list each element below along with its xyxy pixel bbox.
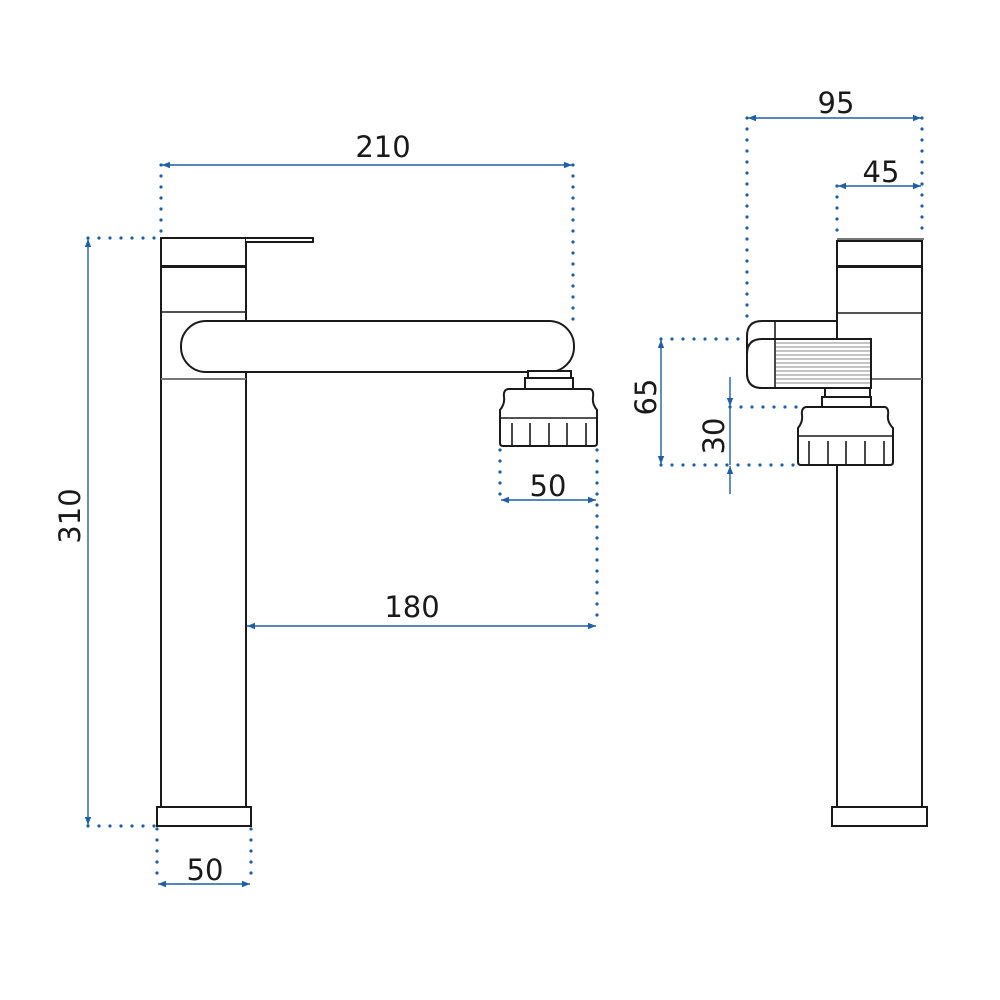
dim-base-width: 50 <box>187 853 224 887</box>
side-base <box>831 806 928 827</box>
side-handle-cap <box>836 240 923 267</box>
dim-overall-reach: 210 <box>355 130 410 164</box>
dim-spout-height: 65 <box>629 379 663 416</box>
front-view <box>156 237 598 827</box>
side-aerator-grooves <box>808 441 885 465</box>
spout <box>180 320 575 373</box>
side-aerator-neck <box>821 396 872 408</box>
dim-height: 310 <box>53 488 87 543</box>
dim-side-depth: 95 <box>818 86 855 120</box>
side-view <box>746 238 928 827</box>
aerator-grooves <box>511 423 587 446</box>
handle-ribbing <box>776 342 870 384</box>
aerator-stem <box>527 370 572 379</box>
handle-lever <box>246 237 314 243</box>
dim-spout-reach: 180 <box>384 590 439 624</box>
side-aerator-stem <box>824 387 871 398</box>
dim-aerator-width: 50 <box>530 469 567 503</box>
handle-cap <box>160 237 247 267</box>
dim-aerator-height: 30 <box>697 418 731 455</box>
faucet-base <box>156 806 252 827</box>
dim-side-body-width: 45 <box>863 155 900 189</box>
dimensions: 210 310 50 50 180 95 45 65 30 <box>53 86 924 888</box>
